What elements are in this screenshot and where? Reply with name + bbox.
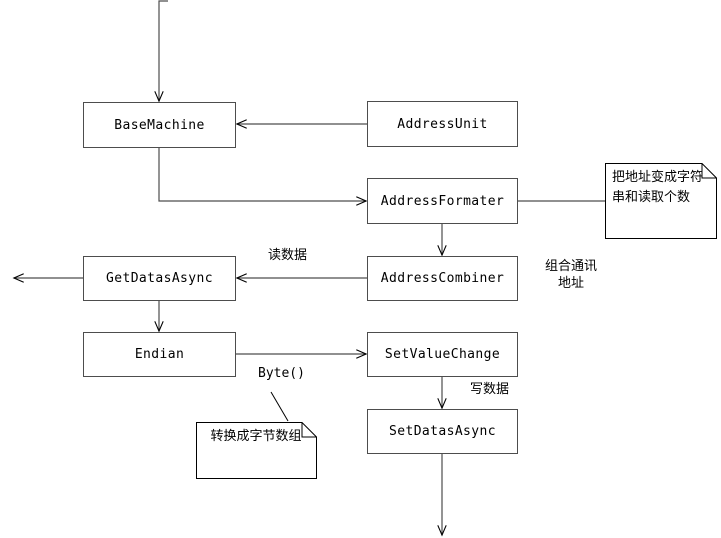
node-get-datas-async[interactable]: GetDatasAsync — [83, 256, 236, 301]
edge-label-write-data: 写数据 — [470, 382, 510, 397]
node-label: SetValueChange — [384, 347, 501, 362]
node-set-datas-async[interactable]: SetDatasAsync — [367, 409, 518, 454]
node-label: Endian — [134, 347, 185, 362]
node-label: BaseMachine — [114, 117, 205, 133]
node-label: SetDatasAsync — [389, 424, 496, 439]
note-text: 把地址变成字符串和读取个数 — [612, 170, 704, 205]
node-label: AddressFormater — [380, 193, 505, 209]
node-address-formater[interactable]: AddressFormater — [367, 178, 518, 224]
node-endian[interactable]: Endian — [83, 332, 236, 377]
note-byte-array[interactable]: 转换成字节数组 — [196, 422, 317, 479]
edge-endian-note-leader — [270, 391, 289, 422]
edge-base-machine-to-formater — [158, 148, 368, 206]
edge-entry-to-base-machine — [154, 0, 168, 103]
node-label: AddressUnit — [397, 116, 488, 132]
edge-label-combine-address: 组合通讯 地址 — [544, 259, 597, 291]
edge-label-byte-array: Byte() — [258, 366, 305, 381]
note-address-format[interactable]: 把地址变成字符串和读取个数 — [605, 163, 717, 239]
node-label: GetDatasAsync — [106, 271, 213, 286]
node-address-combiner[interactable]: AddressCombiner — [367, 256, 518, 301]
node-set-value-change[interactable]: SetValueChange — [367, 332, 518, 377]
note-text: 转换成字节数组 — [210, 429, 302, 444]
note-shape-icon — [196, 422, 317, 479]
note-shape-icon — [605, 163, 717, 239]
node-address-unit[interactable]: AddressUnit — [367, 101, 518, 147]
node-base-machine[interactable]: BaseMachine — [83, 102, 236, 148]
edge-label-read-data: 读数据 — [268, 248, 308, 263]
node-label: AddressCombiner — [380, 271, 505, 286]
